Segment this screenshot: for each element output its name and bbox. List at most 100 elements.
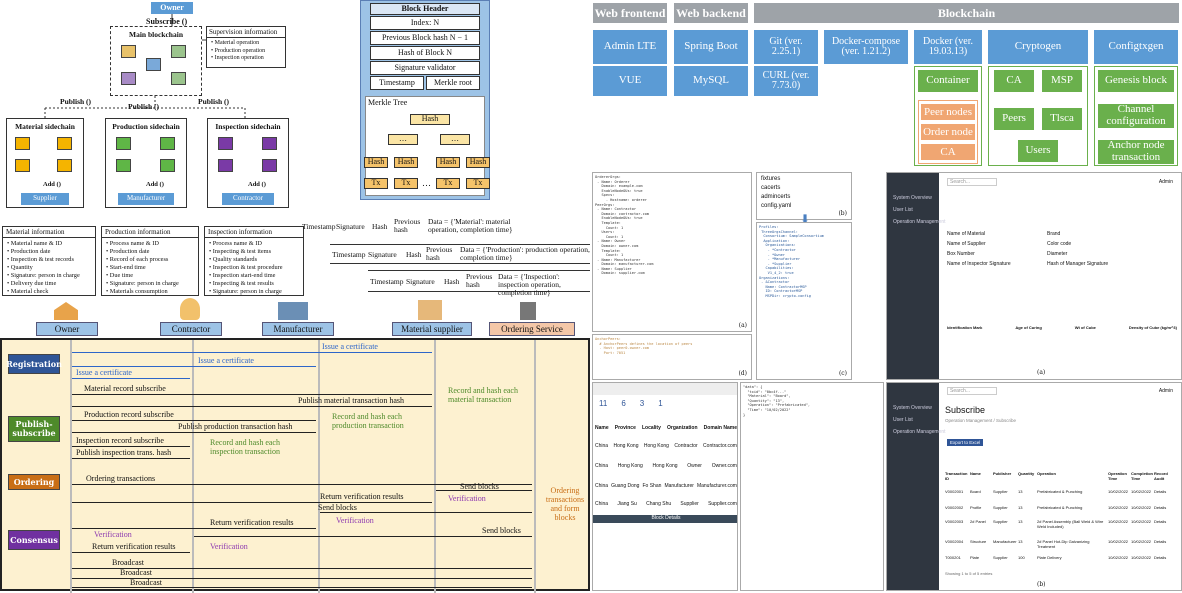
merkle-leaf-hash: Hash bbox=[394, 157, 418, 168]
header-web-backend: Web backend bbox=[674, 3, 748, 23]
supplier-icon bbox=[418, 300, 442, 320]
publish-label: Publish () bbox=[198, 97, 230, 106]
code-panel-a: OrdererOrgs: - Name: Orderer Domain: exa… bbox=[592, 172, 752, 332]
merkle-tx: Tx bbox=[466, 178, 490, 189]
merkle-leaf-hash: Hash bbox=[466, 157, 490, 168]
block-merkle-root: Merkle root bbox=[426, 76, 480, 90]
material-info: Material information Material name & ID … bbox=[2, 226, 96, 296]
supervision-item: Production operation bbox=[211, 48, 281, 56]
file-panel-b: fixtures cacerts admincerts config.yaml … bbox=[756, 172, 852, 220]
folder-icon: fixtures bbox=[761, 176, 781, 182]
docker-compose: Docker-compose (ver. 1.21.2) bbox=[824, 30, 908, 64]
supervision-info: Supervision information Material operati… bbox=[206, 26, 286, 68]
inspection-info: Inspection information Process name & ID… bbox=[204, 226, 304, 296]
search-input[interactable]: Search... bbox=[950, 179, 971, 185]
phase-registration: Registration bbox=[6, 354, 62, 374]
folder-icon: admincerts bbox=[761, 194, 791, 200]
breadcrumb: Operation Management / Subscribe bbox=[945, 418, 1017, 423]
owner-box: Owner bbox=[151, 2, 193, 14]
inspection-sidechain: Inspection sidechain Add () Contractor bbox=[207, 118, 289, 208]
admin-panel-subscribe: System Overview User List Operation Mana… bbox=[886, 382, 1182, 591]
header-blockchain: Blockchain bbox=[754, 3, 1179, 23]
export-button[interactable]: Export to Excel bbox=[947, 439, 984, 446]
tech-stack: Web frontend Web backend Blockchain Admi… bbox=[590, 0, 1182, 168]
entries-info: Showing 1 to 5 of 5 entries bbox=[945, 571, 993, 576]
block-prev-hash: Previous Block hash N − 1 bbox=[370, 31, 480, 45]
phase-publish-subscribe: Publish-subscribe bbox=[8, 416, 60, 442]
contractor-label: Contractor bbox=[222, 193, 274, 205]
factory-icon bbox=[278, 302, 308, 320]
sequence-diagram: Registration Publish-subscribe Ordering … bbox=[0, 338, 590, 593]
crypto-ca: CA bbox=[994, 70, 1034, 92]
supervision-item: Material operation bbox=[211, 40, 281, 48]
menu-system-overview[interactable]: System Overview bbox=[893, 405, 932, 411]
peer-nodes: Peer nodes bbox=[921, 104, 975, 120]
main-blockchain-title: Main blockchain bbox=[129, 30, 183, 39]
cryptogen: Cryptogen bbox=[988, 30, 1088, 64]
crypto-msp: MSP bbox=[1042, 70, 1082, 92]
production-info: Production information Process name & ID… bbox=[101, 226, 199, 296]
container: Container bbox=[918, 70, 978, 92]
menu-system-overview[interactable]: System Overview bbox=[893, 195, 932, 201]
folder-icon: cacerts bbox=[761, 185, 781, 191]
block-header-title: Block Header bbox=[370, 3, 480, 15]
merkle-tx: Tx bbox=[364, 178, 388, 189]
material-sidechain: Material sidechain Add () Supplier bbox=[6, 118, 84, 208]
search-input[interactable]: Search... bbox=[950, 388, 971, 394]
header-web-frontend: Web frontend bbox=[593, 3, 667, 23]
merkle-root-hash: Hash bbox=[410, 114, 450, 125]
phase-ordering: Ordering bbox=[8, 474, 60, 490]
admin-label[interactable]: Admin bbox=[1158, 388, 1173, 394]
menu-operation[interactable]: Operation Management bbox=[893, 429, 946, 435]
owner-icon bbox=[54, 302, 78, 320]
file-icon: config.yaml bbox=[761, 203, 792, 209]
merkle-mid: … bbox=[440, 134, 470, 145]
code-panel-c: Profiles: ThreeOrgsChannel: Consortium: … bbox=[756, 222, 852, 380]
admin-label[interactable]: Admin bbox=[1158, 179, 1173, 185]
framework-diagram: Owner Subscribe () Main blockchain Super… bbox=[0, 0, 575, 337]
merkle-tx: Tx bbox=[436, 178, 460, 189]
worker-icon bbox=[180, 298, 200, 320]
tx-row-material: Timestamp Signature Hash Previous hash D… bbox=[302, 217, 513, 234]
docker: Docker (ver. 19.03.13) bbox=[914, 30, 982, 64]
server-icon bbox=[520, 302, 536, 320]
role-manufacturer: Manufacturer bbox=[262, 322, 334, 336]
merkle-leaf-hash: Hash bbox=[436, 157, 460, 168]
vue: VUE bbox=[593, 66, 667, 96]
crypto-peers: Peers bbox=[994, 108, 1034, 130]
production-sidechain: Production sidechain Add () Manufacturer bbox=[105, 118, 187, 208]
genesis-block: Genesis block bbox=[1098, 70, 1174, 92]
code-panel-d: AnchorPeers: # AnchorPeers defines the l… bbox=[592, 334, 752, 380]
menu-operation[interactable]: Operation Management bbox=[893, 219, 946, 225]
merkle-leaf-hash: Hash bbox=[364, 157, 388, 168]
crypto-tlsca: Tlsca bbox=[1042, 108, 1082, 130]
menu-user-list[interactable]: User List bbox=[893, 207, 913, 213]
main-blockchain-box: Main blockchain bbox=[110, 26, 202, 96]
publish-label: Publish () bbox=[60, 97, 92, 106]
anchor-node: Anchor node transaction bbox=[1098, 140, 1174, 164]
publish-label: Publish () bbox=[128, 102, 160, 111]
mysql: MySQL bbox=[674, 66, 748, 96]
block-hash-of: Hash of Block N bbox=[370, 46, 480, 60]
manufacturer-label: Manufacturer bbox=[118, 193, 174, 205]
page-title: Subscribe bbox=[945, 405, 986, 415]
menu-user-list[interactable]: User List bbox=[893, 417, 913, 423]
merkle-tx: Tx bbox=[394, 178, 418, 189]
supervision-item: Inspection operation bbox=[211, 55, 281, 63]
role-contractor: Contractor bbox=[160, 322, 222, 336]
supervision-title: Supervision information bbox=[207, 27, 285, 38]
down-arrow-icon: ⬇ bbox=[800, 212, 811, 226]
role-owner: Owner bbox=[36, 322, 98, 336]
tx-row-inspection: Timestamp Signature Hash Previous hash D… bbox=[368, 270, 590, 297]
git: Git (ver. 2.25.1) bbox=[754, 30, 818, 64]
framework-arrows bbox=[44, 14, 246, 118]
block-sig-validator: Signature validator bbox=[370, 61, 480, 75]
phase-consensus: Consensus bbox=[8, 530, 60, 550]
tx-row-production: Timestamp Signature Hash Previous hash D… bbox=[330, 244, 590, 264]
role-material-supplier: Material supplier bbox=[392, 322, 472, 336]
block-structure: Block Header Index: N Previous Block has… bbox=[302, 0, 590, 320]
